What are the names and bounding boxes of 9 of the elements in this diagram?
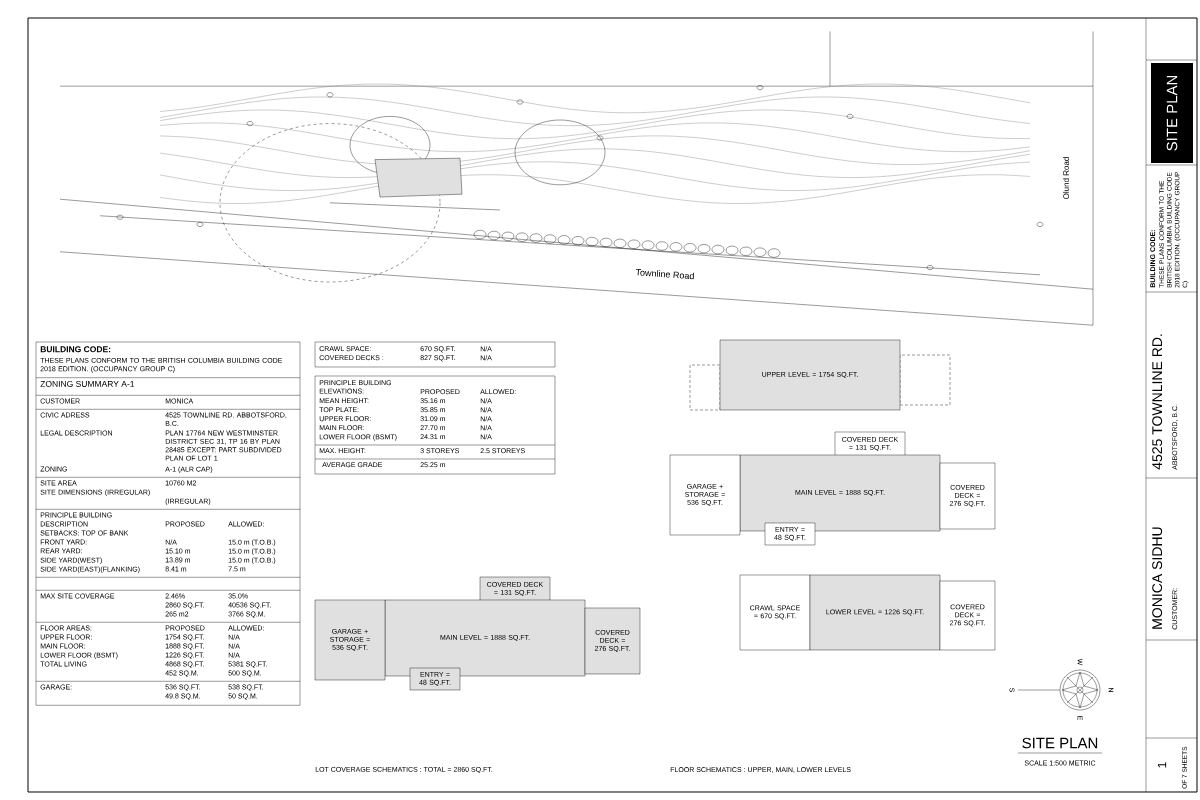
- table-heading: ZONING SUMMARY A-1: [40, 380, 135, 387]
- title-block-text: 4525 TOWNLINE RD.: [1152, 334, 1163, 470]
- road-name: Olund Road: [1062, 155, 1070, 201]
- title-band: SITE PLAN: [1151, 63, 1193, 163]
- road-name: Townline Road: [634, 267, 696, 281]
- table-heading: BUILDING CODE:: [40, 346, 111, 353]
- sheet-title: SITE PLAN: [1017, 737, 1103, 754]
- title-block-text: MONICA SIDHU: [1152, 527, 1163, 629]
- sheet-number: 1: [1157, 762, 1167, 768]
